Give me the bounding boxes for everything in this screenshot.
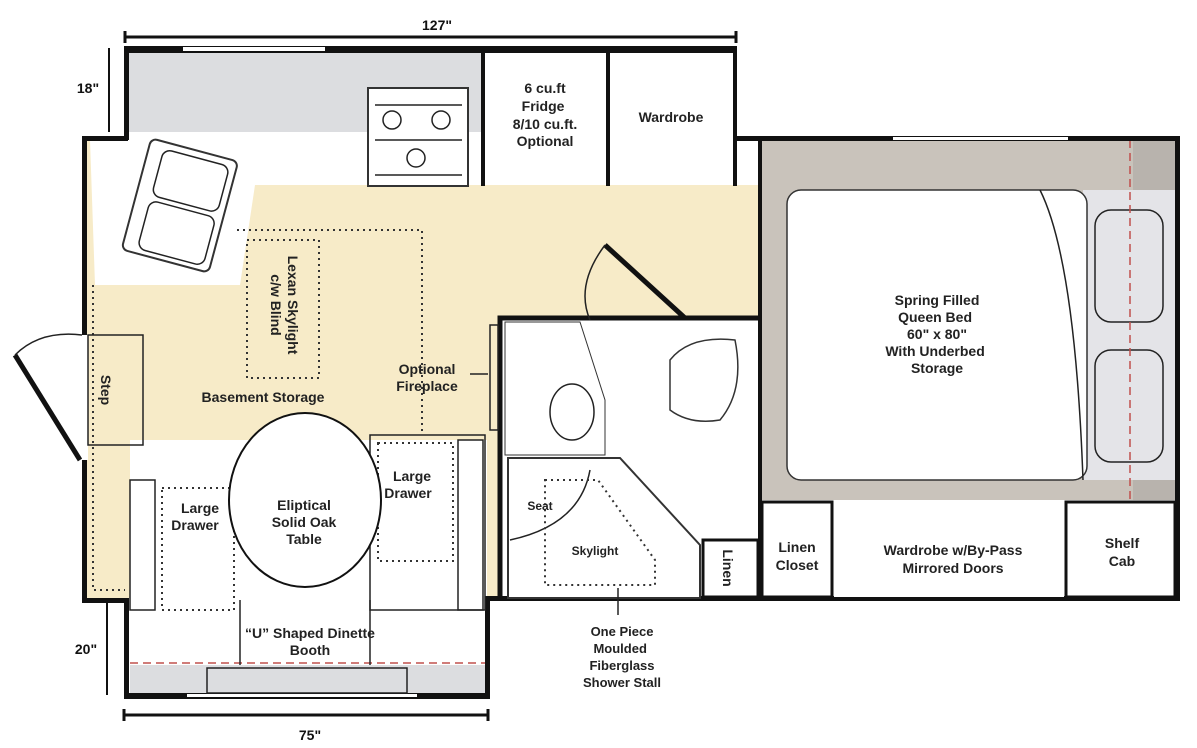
fridge-wall-right — [606, 52, 610, 186]
wardrobe-bypass — [834, 515, 1064, 597]
stove — [367, 87, 469, 187]
elliptical-table — [228, 412, 382, 588]
queen-bed — [786, 189, 1088, 481]
fridge — [485, 53, 608, 185]
vanity — [504, 321, 606, 456]
cabover-left-wall — [124, 46, 129, 140]
lexan-skylight-outline — [246, 239, 320, 379]
dim-rear-label: 20" — [75, 641, 97, 657]
dim-cabover-label: 18" — [77, 80, 99, 96]
basement-outline — [92, 229, 423, 591]
dim-top-label: 127" — [422, 17, 452, 33]
bath-walls — [497, 243, 760, 598]
bed-partition — [758, 136, 762, 601]
door-swing — [14, 333, 83, 356]
right-wall — [1175, 136, 1180, 601]
dinette-right-wall — [485, 598, 490, 698]
window-bed — [893, 137, 1068, 140]
wardrobe-top — [610, 53, 734, 183]
pillow — [1094, 209, 1164, 323]
lexan-skylight-label: Lexan Skylightc/w Blind — [268, 256, 301, 355]
drawer-outline-left — [161, 487, 235, 611]
wardrobe-wall-right — [733, 52, 737, 186]
entry-door — [12, 353, 83, 462]
dimension-top — [123, 31, 738, 43]
left-notch-wall — [82, 136, 128, 141]
nightstand-area — [1083, 190, 1175, 480]
dim-dinette-label: 75" — [299, 727, 321, 743]
dinette-rear-strip — [130, 665, 485, 693]
shower-seat — [509, 469, 591, 541]
pillow — [1094, 349, 1164, 463]
fridge-wall-left — [481, 52, 485, 186]
window-rear — [187, 694, 417, 697]
dinette-rear-cushion — [206, 667, 408, 694]
dinette-left-wall — [124, 598, 129, 698]
shower-stall — [507, 457, 701, 599]
sink — [121, 138, 238, 273]
step-label: Step — [98, 375, 114, 405]
drawer-outline-right — [377, 442, 454, 562]
toilet — [669, 338, 739, 422]
fireplace — [489, 324, 499, 431]
shower-skylight-label: Skylight — [572, 544, 619, 558]
step — [87, 334, 144, 446]
linen-small-label: Linen — [720, 549, 736, 586]
basement-storage-label: Basement Storage — [202, 389, 325, 405]
shelf-cab — [1064, 500, 1177, 599]
bath-door-swing — [584, 244, 606, 321]
door-opening — [82, 335, 88, 460]
linen-closet — [760, 500, 834, 599]
window-top — [183, 47, 325, 51]
seat-label: Seat — [527, 499, 552, 513]
dinette-left-cushion — [129, 479, 156, 611]
left-bottom-wall — [82, 598, 128, 603]
shower-skylight-outline — [544, 479, 656, 586]
bath-sink — [549, 383, 595, 441]
linen-small-cabinet — [701, 538, 760, 599]
wardrobe-top-label: Wardrobe — [639, 109, 704, 125]
top-wall — [125, 46, 737, 53]
dimension-dinette — [122, 709, 490, 721]
bed-curve — [1039, 189, 1084, 481]
